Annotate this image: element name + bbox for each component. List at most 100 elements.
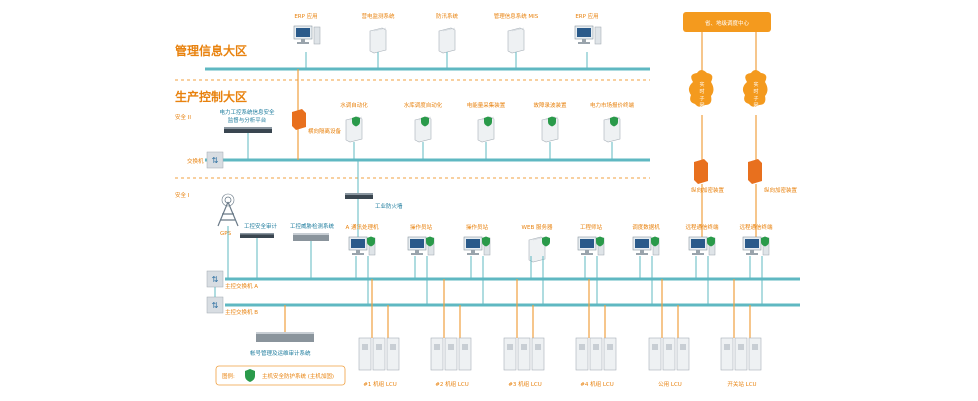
svg-text:#2 机组 LCU: #2 机组 LCU (435, 380, 469, 388)
industrial-firewall: 工业防火墙 (345, 193, 403, 210)
svg-text:电力工控系统信息安全: 电力工控系统信息安全 (219, 108, 275, 116)
zone-label-safety-1: 安全 I (175, 191, 190, 199)
svg-text:时: 时 (753, 88, 758, 95)
lcu-5: 公用 LCU (648, 279, 690, 388)
isolation-device: 横向隔离设备 (292, 109, 342, 135)
svg-text:图例:: 图例: (222, 372, 235, 380)
svg-text:子: 子 (699, 95, 704, 102)
svg-text:远程通信终端: 远程通信终端 (739, 223, 773, 231)
svg-text:纵向加密装置: 纵向加密装置 (764, 186, 798, 194)
svg-text:实: 实 (753, 81, 758, 88)
svg-text:防汛系统: 防汛系统 (436, 12, 459, 20)
svg-text:A 通讯处理机: A 通讯处理机 (345, 223, 379, 231)
zone2-node-5: 电力市场报价终端 (590, 101, 635, 160)
zone2-node-1: 水调自动化 (340, 101, 368, 160)
svg-text:工程师站: 工程师站 (580, 223, 603, 231)
log-audit-system: 帐号管理及运维审计系统 (250, 332, 314, 357)
svg-text:实: 实 (699, 81, 704, 88)
zone2-node-3: 电能量采集装置 (467, 101, 506, 160)
zone1-node-7: 远程通信终端 (685, 223, 719, 305)
shield-icon (421, 116, 429, 127)
security-audit: 工控安全审计 (240, 222, 278, 238)
svg-text:监督与分析平台: 监督与分析平台 (228, 116, 267, 124)
mgmt-node-5: ERP 应用 (574, 12, 602, 69)
svg-text:时: 时 (699, 88, 704, 95)
switch-zone2: ⇅ 交换机 (187, 151, 224, 169)
security-platform: 电力工控系统信息安全 监督与分析平台 (219, 108, 275, 133)
svg-text:操作员站: 操作员站 (466, 223, 489, 231)
lcu-6: 开关站 LCU (720, 279, 762, 388)
svg-text:横向隔离设备: 横向隔离设备 (308, 127, 342, 135)
svg-text:管理信息系统 MIS: 管理信息系统 MIS (494, 12, 539, 20)
shield-icon (707, 236, 715, 247)
svg-text:远程通信终端: 远程通信终端 (685, 223, 719, 231)
core-switch-b: ⇅ 主控交换机 B (206, 296, 258, 316)
realtime-net-1: 实 时 子 网 (688, 70, 714, 109)
shield-icon (761, 236, 769, 247)
dispatch-center-box (683, 12, 771, 32)
svg-text:#3 机组 LCU: #3 机组 LCU (508, 380, 542, 388)
svg-text:纵向加密装置: 纵向加密装置 (691, 186, 725, 194)
lcu-2: #2 机组 LCU (430, 279, 472, 388)
svg-text:⇅: ⇅ (212, 275, 219, 284)
svg-text:WEB 服务器: WEB 服务器 (522, 223, 553, 231)
zone1-node-8: 远程通信终端 (739, 223, 773, 305)
svg-text:故障录波装置: 故障录波装置 (533, 101, 567, 109)
zone1-node-1: A 通讯处理机 (345, 223, 379, 305)
svg-text:ERP 应用: ERP 应用 (294, 12, 317, 20)
mgmt-node-2: 营电监测系统 (361, 12, 395, 69)
shield-icon (548, 116, 556, 127)
svg-text:ERP 应用: ERP 应用 (575, 12, 598, 20)
svg-text:交换机: 交换机 (187, 157, 204, 165)
mgmt-node-1: ERP 应用 (293, 12, 321, 69)
lcu-4: #4 机组 LCU (575, 279, 617, 388)
svg-text:电能量采集装置: 电能量采集装置 (467, 101, 506, 109)
vertical-encrypt-2: 纵向加密装置 (748, 159, 798, 194)
svg-text:开关站 LCU: 开关站 LCU (727, 380, 756, 388)
lcu-1: #1 机组 LCU (358, 279, 400, 388)
svg-text:公用 LCU: 公用 LCU (658, 381, 682, 388)
zone1-node-5: 工程师站 (577, 223, 605, 305)
svg-text:电力市场报价终端: 电力市场报价终端 (590, 101, 635, 109)
svg-text:主控交换机 B: 主控交换机 B (225, 308, 258, 316)
svg-text:调度数据机: 调度数据机 (632, 223, 660, 231)
shield-icon (482, 236, 490, 247)
realtime-net-2: 实 时 子 网 (742, 70, 768, 109)
svg-text:工控威胁检测系统: 工控威胁检测系统 (290, 222, 335, 230)
svg-text:主控交换机 A: 主控交换机 A (225, 282, 258, 290)
zone2-node-2: 水库调度自动化 (404, 101, 443, 160)
zone1-node-4: WEB 服务器 (522, 223, 553, 305)
shield-icon (484, 116, 492, 127)
svg-text:操作员站: 操作员站 (410, 223, 433, 231)
zone-label-safety-2: 安全 II (175, 113, 191, 121)
zone2-node-4: 故障录波装置 (533, 101, 567, 160)
shield-icon (610, 116, 618, 127)
gps-tower-icon: GPS (217, 193, 239, 237)
shield-icon (426, 236, 434, 247)
zone1-node-2: 操作员站 (407, 223, 435, 305)
shield-icon (367, 236, 375, 247)
svg-text:#4 机组 LCU: #4 机组 LCU (580, 380, 614, 388)
svg-text:子: 子 (753, 95, 758, 102)
mgmt-node-4: 管理信息系统 MIS (494, 12, 539, 69)
shield-icon (542, 236, 550, 247)
svg-text:网: 网 (753, 103, 758, 109)
zone1-node-6: 调度数据机 (632, 223, 660, 305)
shield-icon (596, 236, 604, 247)
svg-text:主机安全防护系统 (主机加固): 主机安全防护系统 (主机加固) (262, 372, 334, 380)
mgmt-node-3: 防汛系统 (436, 12, 459, 69)
svg-text:GPS: GPS (220, 231, 232, 237)
svg-text:水库调度自动化: 水库调度自动化 (404, 101, 443, 109)
threat-detection: 工控威胁检测系统 (290, 222, 335, 241)
zone-title-management: 管理信息大区 (175, 43, 247, 58)
dispatch-center-label: 省、地级调度中心 (705, 19, 750, 27)
shield-icon (245, 369, 255, 382)
svg-text:营电监测系统: 营电监测系统 (361, 12, 395, 20)
svg-text:#1 机组 LCU: #1 机组 LCU (363, 380, 397, 388)
svg-text:网: 网 (699, 103, 704, 109)
shield-icon (352, 116, 360, 127)
svg-text:⇅: ⇅ (212, 156, 219, 165)
svg-text:帐号管理及运维审计系统: 帐号管理及运维审计系统 (250, 349, 311, 357)
svg-text:工业防火墙: 工业防火墙 (375, 202, 403, 210)
